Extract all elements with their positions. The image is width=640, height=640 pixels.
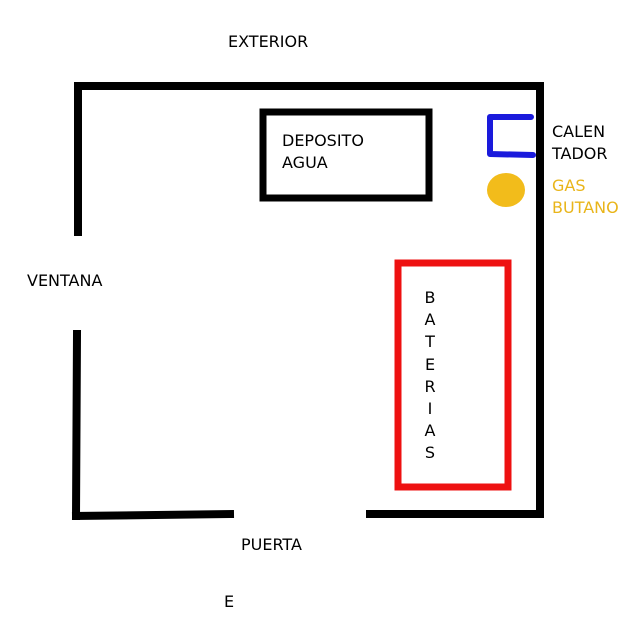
- deposito-label-line1: DEPOSITO: [282, 131, 364, 150]
- gas-butano-label: GAS BUTANO: [552, 175, 619, 219]
- deposito-label: DEPOSITO AGUA: [282, 130, 364, 174]
- baterias-letter: S: [424, 443, 436, 463]
- puerta-label: PUERTA: [241, 535, 302, 554]
- baterias-box: [394, 259, 512, 491]
- wall-bottom-left: [71, 509, 235, 521]
- calentador-shape: [487, 114, 536, 158]
- baterias-letter: R: [424, 376, 436, 396]
- ventana-label: VENTANA: [27, 271, 103, 290]
- baterias-letter: E: [424, 354, 436, 374]
- exterior-label: EXTERIOR: [228, 32, 309, 51]
- calentador-label-line1: CALEN: [552, 122, 606, 141]
- baterias-letter: A: [424, 310, 436, 330]
- baterias-letter: I: [427, 399, 433, 419]
- baterias-letter: T: [425, 332, 435, 352]
- e-label: E: [224, 592, 235, 611]
- baterias-letter: B: [424, 288, 436, 307]
- gas-label-line2: BUTANO: [552, 198, 619, 217]
- gas-butano-icon: [487, 173, 525, 207]
- calentador-label-line2: TADOR: [552, 144, 608, 163]
- baterias-letter: A: [424, 421, 436, 441]
- wall-left-lower: [71, 329, 82, 521]
- calentador-label: CALEN TADOR: [552, 121, 608, 165]
- deposito-box: [259, 108, 433, 202]
- baterias-label: B A T E R I A S: [421, 287, 439, 465]
- deposito-label-line2: AGUA: [282, 153, 328, 172]
- gas-label-line1: GAS: [552, 176, 586, 195]
